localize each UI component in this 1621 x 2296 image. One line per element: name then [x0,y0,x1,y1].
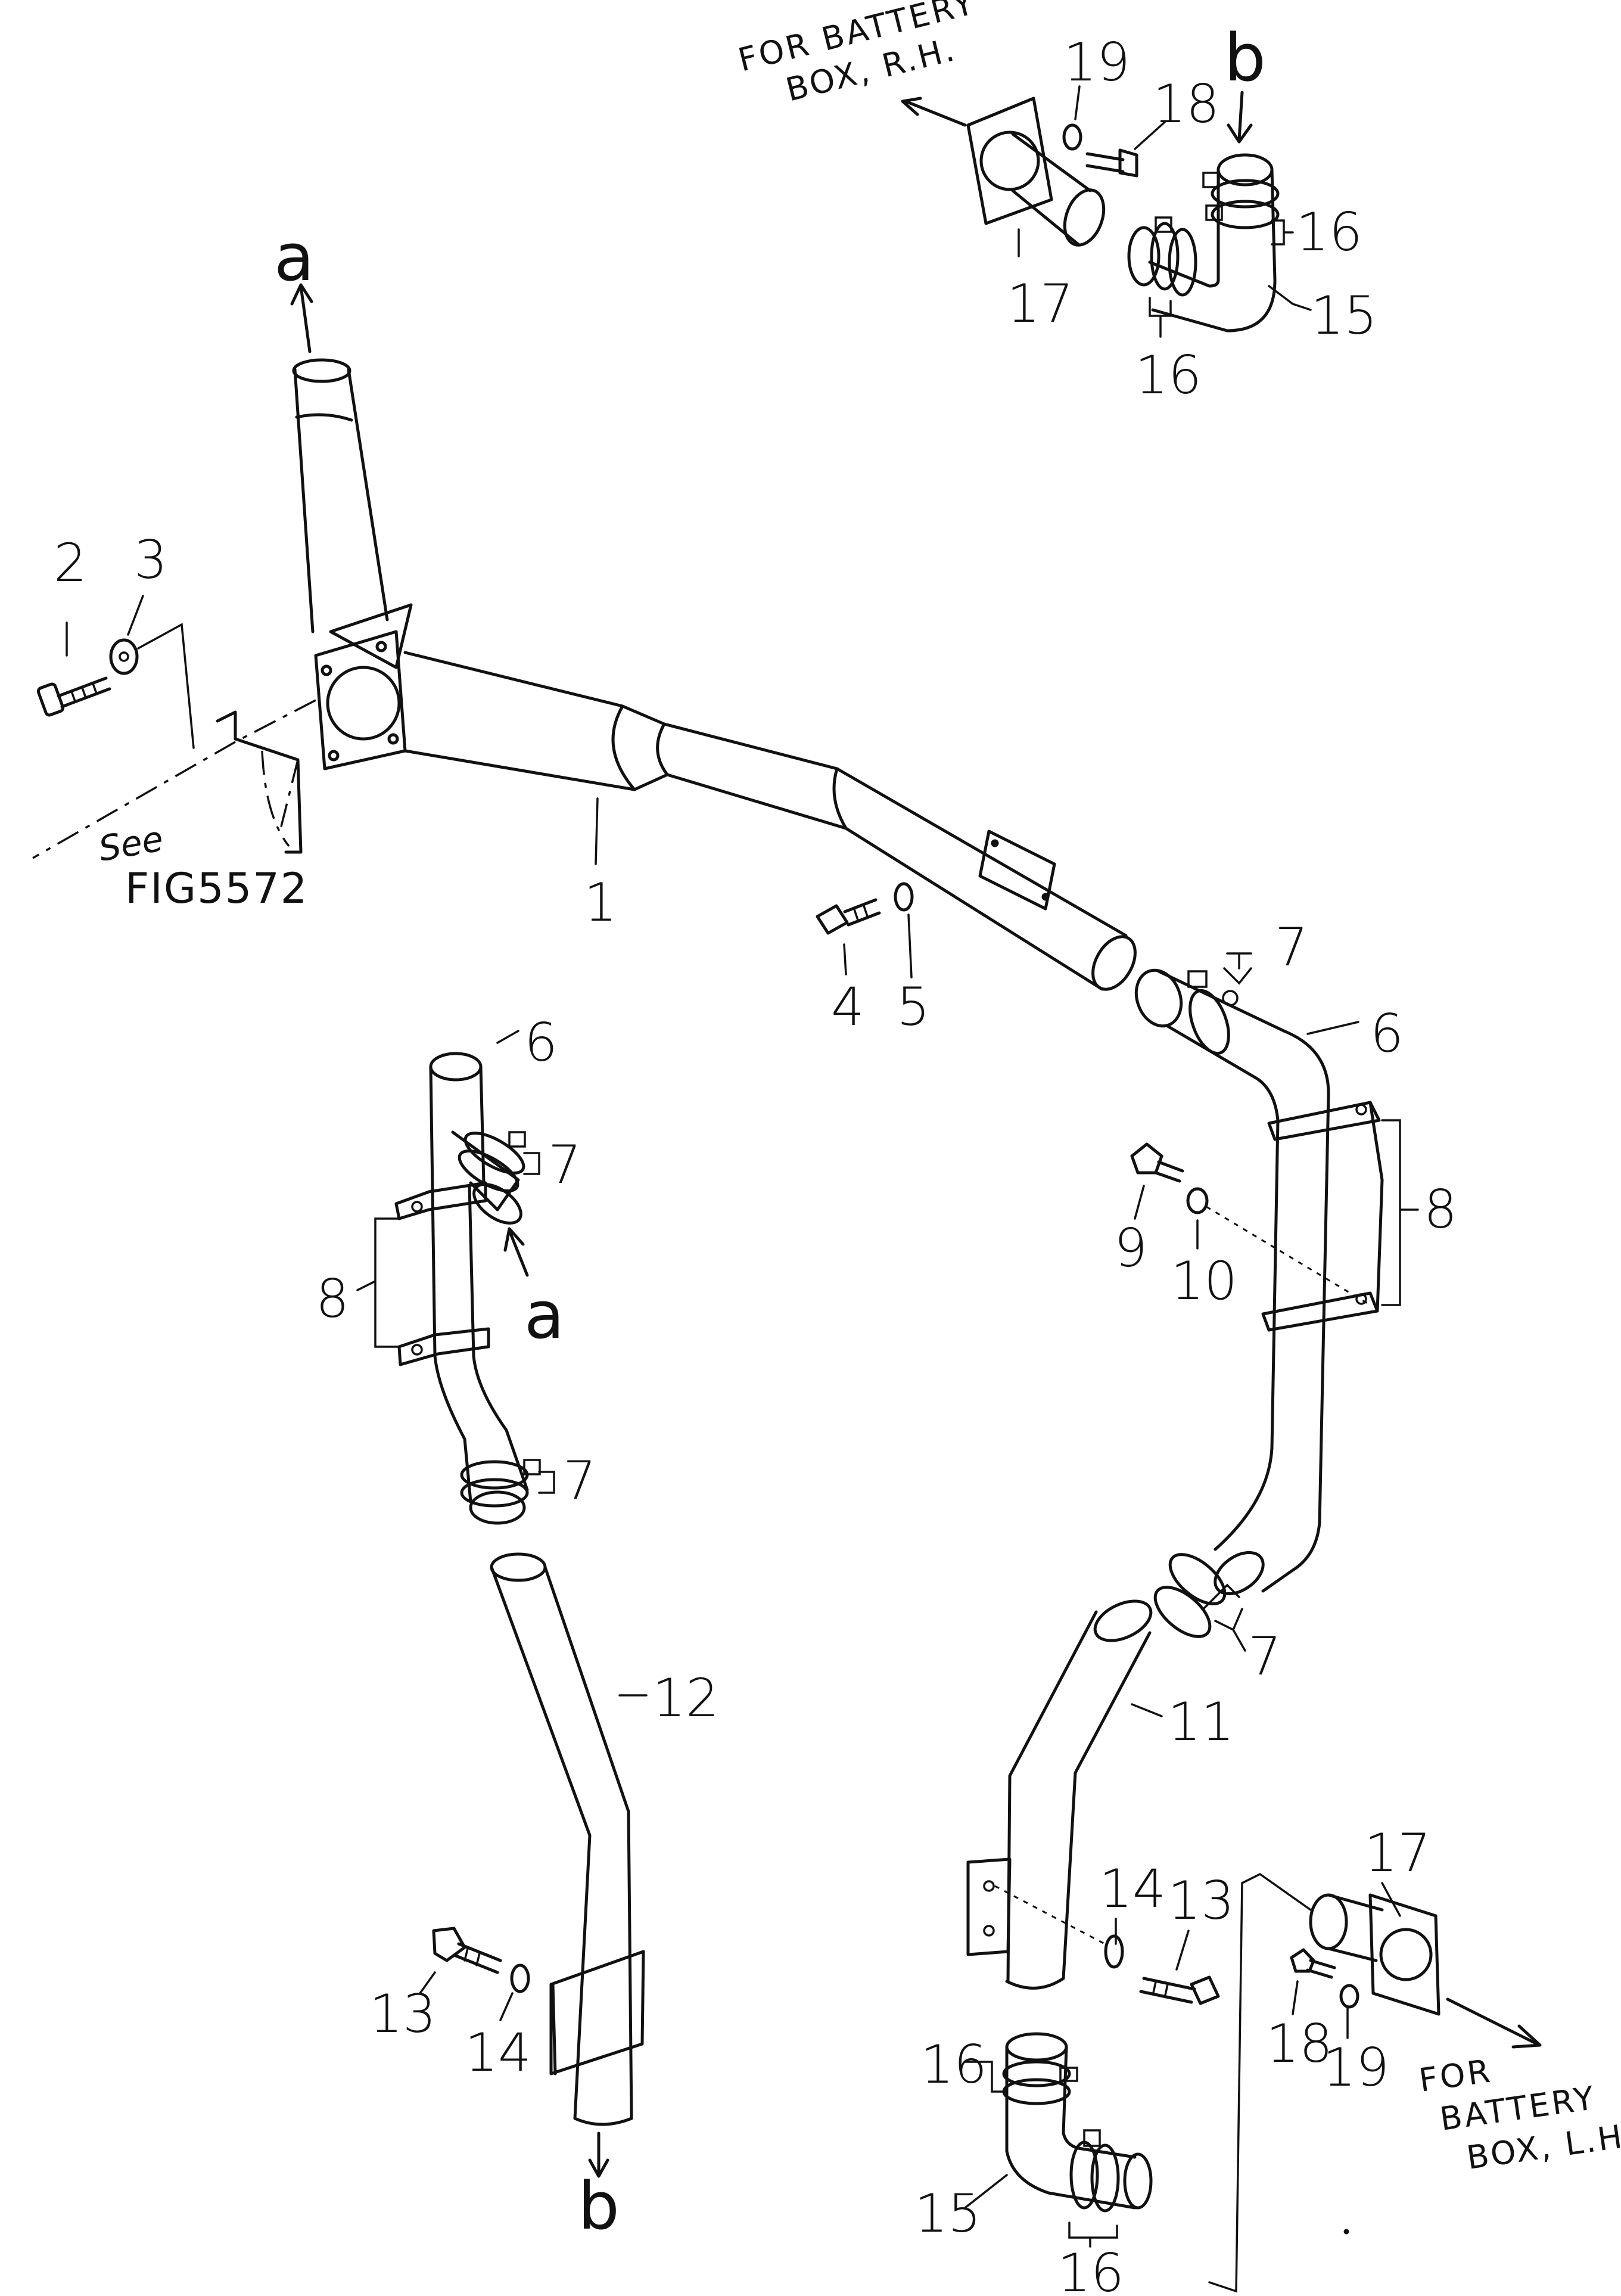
label-part-6-right: 6 [1370,1003,1404,1064]
label-part-16-bottom-b: 16 [1057,2242,1124,2296]
note-battery-lh-line1: FOR [1417,2052,1495,2099]
note-see-figure: FIG5572 [125,864,308,913]
note-see-word: See [96,818,166,869]
label-part-2: 2 [54,532,87,594]
label-part-13-left: 13 [369,1983,436,2045]
clamp-part-7-right-lower [1153,1553,1240,1638]
letter-b-bottom: b [578,2168,620,2244]
clamp-part-16-bottom-b [1069,2129,1120,2213]
label-part-17-top: 17 [1007,273,1074,334]
label-part-14-right: 14 [1099,1858,1166,1919]
label-part-3: 3 [134,529,167,591]
duct-part-12 [490,1552,645,2126]
label-part-15-top: 15 [1311,285,1377,346]
letter-b-top: b [1224,20,1266,96]
label-part-19-top: 19 [1063,32,1130,93]
label-part-16-top-b: 16 [1135,344,1202,406]
label-part-18-bottom: 18 [1266,2013,1333,2074]
label-part-12: 12 [652,1667,719,1729]
hose-part-6-left [429,1052,529,1525]
washer-part-14-right [1104,1934,1124,1969]
part-labels: 2 3 1 4 5 6 7 8 9 10 7 11 12 6 7 8 7 13 … [54,32,1457,2296]
label-part-7-right-lower: 7 [1248,1626,1281,1687]
label-part-9: 9 [1114,1217,1147,1279]
arrow-b-top [1237,91,1244,142]
clamp-part-7-left-bottom [460,1459,541,1508]
bolt-part-4 [816,898,881,935]
speck-dot [1343,2229,1349,2235]
letter-a-top: a [274,219,314,296]
label-part-15-bottom: 15 [914,2183,981,2244]
label-part-18-top: 18 [1153,73,1219,135]
see-figure-bracket [216,710,303,854]
fitting-part-17-top [966,97,1106,247]
arrow-a-top [299,284,312,353]
clamp-part-16-top-a [1202,172,1280,229]
washer-part-3 [109,638,139,675]
elbow-part-15-top [1127,153,1277,333]
clamp-part-7-right-upper [1187,970,1239,1055]
bolt-part-13-right [1139,1975,1220,2005]
bolt-part-13-left [432,1927,502,1974]
label-part-1: 1 [584,872,617,933]
letter-a-mid: a [524,1277,564,1353]
label-part-7-left-bottom: 7 [563,1450,596,1511]
bolt-part-2 [36,676,111,717]
label-part-16-top-a: 16 [1296,201,1362,263]
arrow-a-mid [508,1229,529,1277]
washer-part-14-left [510,1963,530,1993]
centerline-see-fig [32,699,316,859]
washer-part-19-top [1062,123,1082,151]
label-part-19-bottom: 19 [1323,2037,1389,2098]
hose-part-6-right [1134,968,1330,1596]
connection-letters: a a b b [274,20,1266,2244]
leader-2-3 [137,623,195,749]
label-part-17-bottom: 17 [1364,1822,1431,1884]
leader-battery-lh [1208,1872,1312,2293]
duct-part-11 [966,1599,1153,1990]
clamp-part-16-top-b [1150,216,1197,297]
centerline-part-13-14 [994,1885,1109,1947]
arrow-battery-lh [1446,1997,1539,2046]
label-part-7-right-upper: 7 [1275,916,1308,978]
label-part-7-left-top: 7 [548,1134,581,1195]
leader-lines [66,85,1419,2248]
bracket-part-8-right [1261,1101,1384,1332]
label-part-4: 4 [831,976,864,1037]
bolt-part-9 [1130,1142,1184,1183]
label-part-10: 10 [1171,1250,1237,1312]
label-part-16-bottom-a: 16 [920,2034,987,2095]
bolt-part-18-bottom [1290,1948,1336,1979]
elbow-part-15-bottom [1005,2032,1153,2210]
washer-part-5 [894,882,914,912]
bracket-part-8-left [394,1181,490,1366]
bolt-part-18-top [1085,148,1138,178]
label-part-8-left: 8 [316,1268,349,1329]
main-duct-part-1 [292,358,1137,991]
washer-part-19-bottom [1339,1984,1359,2009]
washer-part-10 [1186,1187,1209,1214]
fitting-part-17-bottom [1309,1893,1440,2016]
label-part-6-left: 6 [524,1012,558,1073]
label-part-5: 5 [897,976,930,1037]
arrow-battery-rh [904,100,967,127]
label-part-13-right: 13 [1168,1870,1234,1931]
label-part-14-left: 14 [465,2022,531,2083]
label-part-11: 11 [1168,1691,1234,1753]
label-part-8-right: 8 [1424,1179,1457,1240]
